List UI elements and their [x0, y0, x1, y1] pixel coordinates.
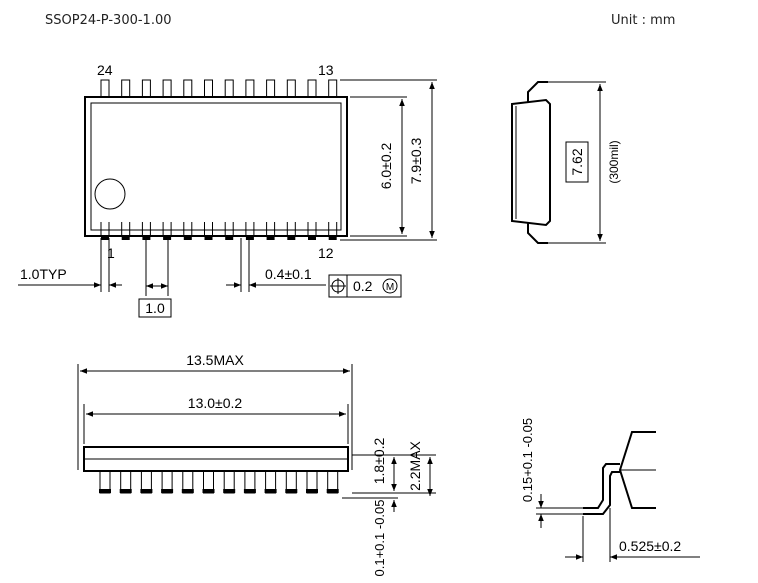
row-spacing-mil-label: (300mil): [607, 140, 621, 183]
lead-length-label: 0.525±0.2: [619, 538, 681, 554]
top-view: 24 13 1 12 6.0±0.2 7.9±0.3 1.0TYP 1.0 0.…: [18, 62, 437, 318]
front-lead-foot: [306, 489, 318, 493]
mmc-modifier-letter: M: [386, 282, 394, 293]
max-height-label: 2.2MAX: [407, 440, 423, 490]
position-tolerance-frame: [328, 274, 402, 298]
pin-lead-top: [162, 79, 172, 98]
front-lead-foot: [264, 489, 277, 493]
pin-lead-top: [204, 79, 213, 98]
pin-lead-bottom: [183, 236, 192, 240]
side-view: 7.62 (300mil): [511, 81, 621, 244]
pin-12-label: 12: [318, 245, 334, 261]
pin-lead-top: [183, 79, 193, 98]
pin-lead-top: [328, 79, 338, 98]
pin-lead-top: [141, 79, 151, 98]
position-tolerance-value: 0.2: [353, 278, 373, 294]
front-lead-foot: [161, 489, 174, 493]
detail-lead-outer: [583, 463, 620, 509]
pin-lead-top: [100, 79, 110, 98]
front-lead-foot: [285, 489, 298, 493]
body-height-label: 1.8±0.2: [371, 437, 387, 484]
pin-lead-bottom: [121, 236, 130, 240]
pin-24-label: 24: [97, 62, 113, 78]
pin-lead-top: [245, 79, 255, 98]
front-lead-foot: [223, 489, 236, 493]
pitch-typ-label: 1.0TYP: [20, 266, 67, 282]
bottom-pin-row: [100, 222, 338, 240]
overall-width-label: 7.9±0.3: [408, 137, 424, 184]
pitch-basic-label: 1.0: [145, 300, 165, 316]
front-lead-foot: [140, 489, 153, 493]
detail-lead-inner: [583, 471, 620, 515]
pin-lead-top: [286, 79, 296, 98]
pitch-basic-box: [138, 298, 172, 318]
body-length-label: 13.0±0.2: [188, 395, 243, 411]
standoff-label: 0.1+0.1 -0.05: [372, 500, 387, 577]
pin-lead-bottom: [245, 236, 254, 240]
pin-lead-bottom: [101, 236, 109, 240]
pin-lead-bottom: [308, 236, 316, 240]
front-lead-foot: [119, 489, 132, 493]
mmc-modifier-circle: [382, 278, 398, 294]
front-view: 13.5MAX 13.0±0.2 1.8±0.2 2.2MAX 0.1+0.1 …: [77, 352, 436, 577]
pin-lead-bottom: [287, 236, 296, 240]
package-body-top: [84, 96, 348, 237]
front-lead-foot: [326, 489, 339, 493]
pin-lead-top: [224, 79, 234, 98]
pin-lead-bottom: [163, 236, 172, 240]
unit-label: Unit : mm: [611, 13, 675, 28]
pin-lead-top: [121, 79, 131, 98]
lead-detail-view: 0.15+0.1 -0.05 0.525±0.2: [520, 418, 700, 562]
pin-lead-bottom: [266, 236, 275, 240]
pin-lead-top: [307, 79, 317, 98]
package-body-inner: [90, 102, 342, 231]
front-lead-foot: [243, 489, 256, 493]
body-width-label: 6.0±0.2: [378, 142, 394, 189]
pin-lead-bottom: [204, 236, 213, 240]
pin-lead-top: [266, 79, 276, 98]
lead-profile-bottom: [527, 223, 548, 244]
package-body-side: [511, 98, 551, 227]
pin1-marker-dot: [94, 178, 126, 210]
pin-lead-bottom: [225, 236, 234, 240]
row-spacing-basic-label: 7.62: [569, 148, 585, 175]
lead-thickness-label: 0.15+0.1 -0.05: [520, 418, 535, 502]
front-lead-row: [99, 470, 339, 494]
row-spacing-basic-box: [565, 141, 589, 183]
pin-13-label: 13: [318, 62, 334, 78]
front-lead-foot: [181, 489, 194, 493]
front-lead-foot: [99, 489, 111, 493]
front-lead-foot: [202, 489, 215, 493]
pin-1-label: 1: [107, 245, 115, 261]
position-symbol-icon: [330, 278, 346, 294]
package-code: SSOP24-P-300-1.00: [45, 13, 172, 28]
lead-profile-top: [527, 81, 548, 102]
max-length-label: 13.5MAX: [186, 352, 244, 368]
pin-lead-bottom: [328, 236, 337, 240]
lead-width-label: 0.4±0.1: [265, 266, 312, 282]
top-pin-row: [100, 79, 338, 98]
